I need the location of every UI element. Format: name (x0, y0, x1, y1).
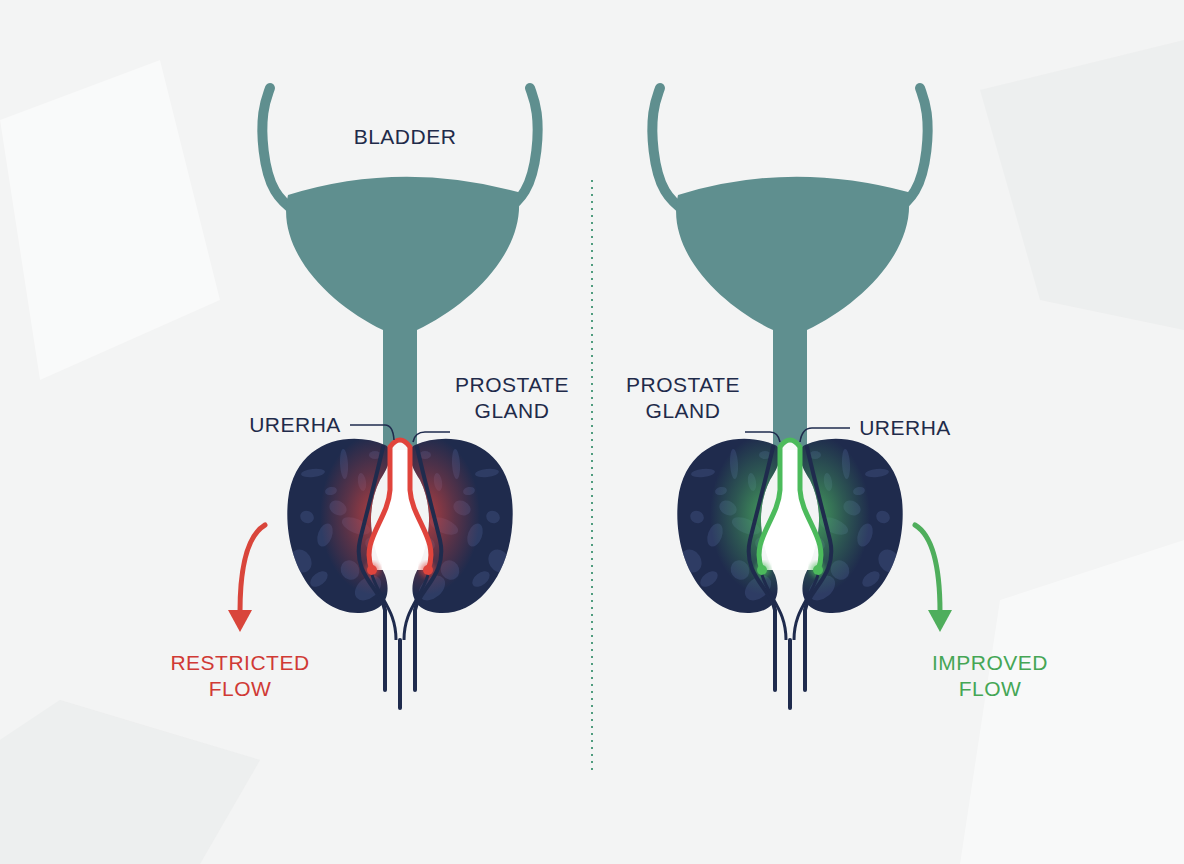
left-panel (262, 88, 537, 708)
part-label: URERHA (240, 412, 350, 438)
lobe-texture (676, 435, 820, 605)
urethra-dot (757, 565, 767, 575)
part-label: PROSTATE GLAND (447, 372, 577, 424)
leader-line (800, 428, 850, 442)
urethra-outline (805, 447, 831, 690)
urethra-outline (415, 447, 441, 690)
organ-label: BLADDER (335, 124, 475, 150)
lobe-texture (286, 435, 430, 605)
urethra-dot (367, 565, 377, 575)
urethra-tube (788, 640, 792, 708)
leader-line (413, 432, 450, 442)
status-label: IMPROVED FLOW (920, 650, 1060, 702)
urethra-tube (398, 640, 402, 708)
lobe-texture (760, 435, 904, 605)
leader-line (745, 432, 780, 442)
status-label: RESTRICTED FLOW (165, 650, 315, 702)
flow-arrow (228, 525, 265, 632)
right-panel (652, 88, 927, 708)
urethra-dot (813, 565, 823, 575)
urethra-outline (749, 447, 775, 690)
part-label: URERHA (850, 415, 960, 441)
urethra-outline (359, 447, 385, 690)
panel-divider (591, 180, 593, 775)
leader-line (350, 425, 394, 440)
urethra-dot (423, 565, 433, 575)
flow-arrow (915, 525, 952, 632)
lobe-texture (370, 435, 514, 605)
part-label: PROSTATE GLAND (618, 372, 748, 424)
